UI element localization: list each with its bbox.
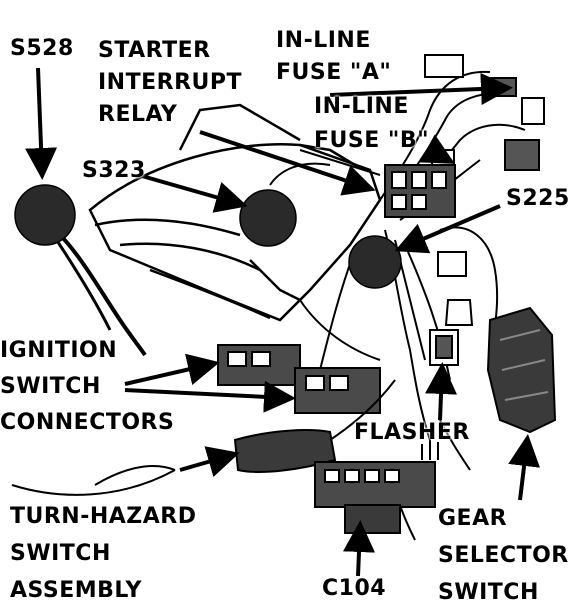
gear-selector-switch: [486, 306, 557, 434]
label-ignition-line3: CONNECTORS: [0, 410, 175, 435]
splice-s528: [14, 184, 76, 246]
label-c104: C104: [322, 576, 387, 601]
label-s225: S225: [506, 186, 570, 211]
splice-s323: [239, 189, 297, 247]
ignition-switch-connectors: [217, 344, 381, 414]
label-s528: S528: [10, 36, 74, 61]
label-ignition-line1: IGNITION: [0, 338, 118, 363]
label-turn-line3: ASSEMBLY: [10, 578, 142, 603]
leader-arrows: [25, 67, 541, 577]
label-fuse-b-line2: FUSE "B": [314, 128, 430, 153]
label-starter-line2: INTERRUPT: [98, 70, 243, 95]
splice-s225: [348, 235, 402, 289]
label-flasher: FLASHER: [354, 420, 470, 445]
lower-harness: [11, 299, 471, 541]
label-gear-line2: SELECTOR: [438, 543, 569, 568]
fuse-block: [384, 164, 456, 218]
label-turn-line1: TURN-HAZARD: [10, 504, 197, 529]
label-ignition-line2: SWITCH: [0, 374, 101, 399]
turn-hazard-switch-assembly: [233, 429, 439, 534]
label-starter-line3: RELAY: [98, 102, 178, 127]
label-gear-line1: GEAR: [438, 506, 508, 531]
label-fuse-a-line2: FUSE "A": [276, 60, 392, 85]
label-gear-line3: SWITCH: [438, 580, 539, 605]
label-s323: S323: [82, 158, 146, 183]
s225-connector: [437, 251, 474, 326]
steering-column-body: [48, 103, 382, 357]
label-fuse-b-line1: IN-LINE: [314, 94, 409, 119]
splices: [14, 184, 402, 289]
flasher-unit: [429, 329, 459, 366]
label-turn-line2: SWITCH: [10, 541, 111, 566]
label-starter-line1: STARTER: [98, 38, 211, 63]
label-fuse-a-line1: IN-LINE: [276, 28, 371, 53]
